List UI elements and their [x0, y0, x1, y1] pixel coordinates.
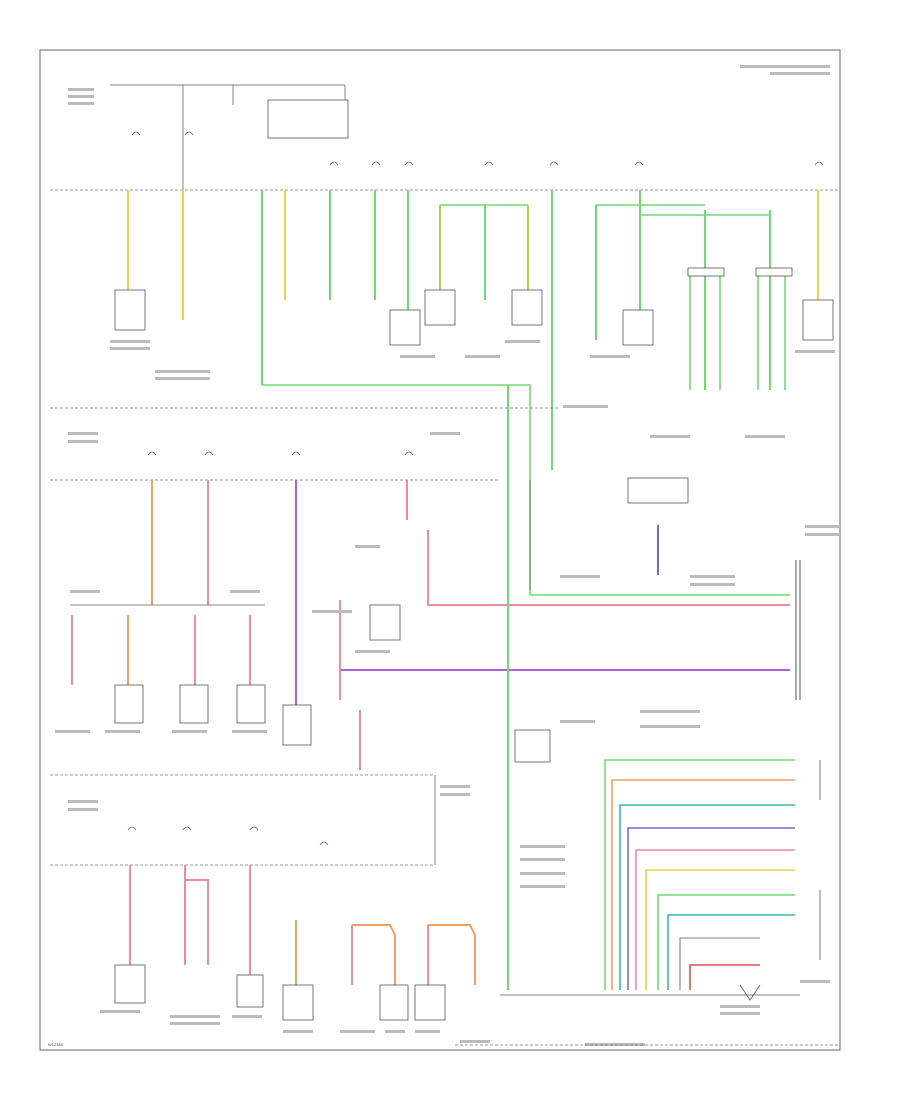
mid-label-marks — [55, 432, 840, 733]
diagram-frame — [39, 49, 841, 1051]
connector-bundle — [500, 759, 821, 1001]
footer-code: W12345 — [48, 1042, 64, 1047]
bottom-components — [114, 964, 446, 1021]
middle-section — [50, 385, 840, 990]
top-drop-wires — [127, 190, 819, 470]
relay-box-top — [267, 99, 349, 139]
bottom-wires — [129, 865, 476, 985]
top-label-marks — [68, 65, 835, 438]
top-branch-wires — [262, 204, 790, 596]
top-components — [114, 267, 834, 346]
bottom-fuses — [127, 826, 329, 846]
mid-components — [114, 477, 801, 763]
bottom-label-marks — [68, 785, 830, 1046]
top-section — [50, 65, 840, 596]
mid-fuses — [147, 451, 414, 456]
mid-wires — [70, 385, 790, 990]
top-fuses — [110, 84, 824, 190]
bottom-section — [50, 759, 840, 1046]
